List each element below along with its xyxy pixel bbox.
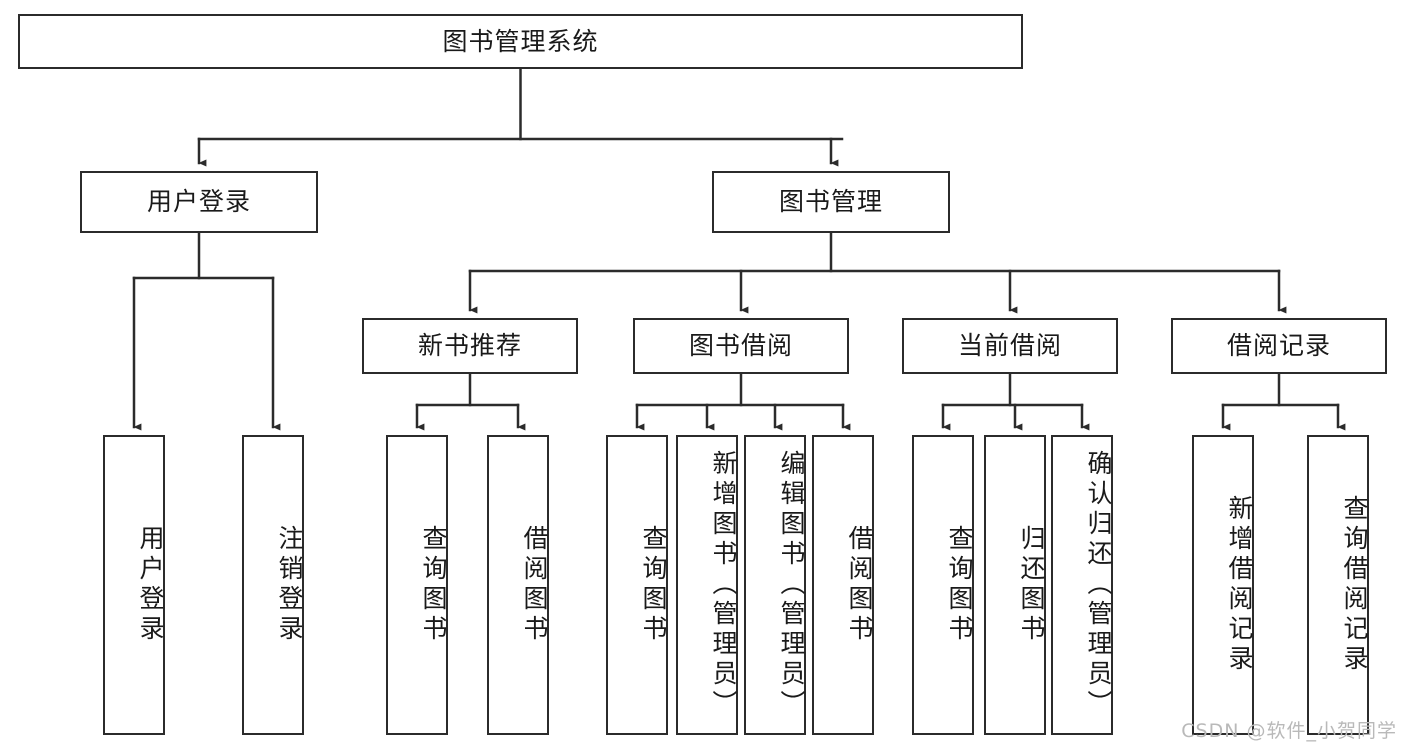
leaf-borrow-book[interactable]: 借阅图书 [812, 435, 874, 735]
leaf-query-book-recommend[interactable]: 查询图书 [386, 435, 448, 735]
leaf-label: 编辑图书（管理员） [777, 450, 806, 720]
leaf-query-book-current[interactable]: 查询图书 [912, 435, 974, 735]
leaf-label: 查询图书 [945, 525, 974, 645]
node-new-book-recommend[interactable]: 新书推荐 [362, 318, 578, 374]
leaf-confirm-return-admin[interactable]: 确认归还（管理员） [1051, 435, 1113, 735]
leaf-label: 借阅图书 [845, 525, 874, 645]
leaf-label: 新增图书（管理员） [709, 450, 738, 720]
leaf-label: 查询借阅记录 [1340, 495, 1369, 675]
node-root-book-management-system[interactable]: 图书管理系统 [18, 14, 1023, 69]
leaf-label: 用户登录 [136, 525, 165, 645]
csdn-watermark: CSDN @软件_小贺同学 [1181, 720, 1397, 742]
leaf-logout-login[interactable]: 注销登录 [242, 435, 304, 735]
leaf-edit-book-admin[interactable]: 编辑图书（管理员） [744, 435, 806, 735]
node-user-login[interactable]: 用户登录 [80, 171, 318, 233]
leaf-label: 查询图书 [419, 525, 448, 645]
node-borrow-records[interactable]: 借阅记录 [1171, 318, 1387, 374]
leaf-user-login[interactable]: 用户登录 [103, 435, 165, 735]
leaf-add-borrow-record[interactable]: 新增借阅记录 [1192, 435, 1254, 735]
node-book-management[interactable]: 图书管理 [712, 171, 950, 233]
leaf-query-borrow-record[interactable]: 查询借阅记录 [1307, 435, 1369, 735]
leaf-label: 借阅图书 [520, 525, 549, 645]
leaf-label: 注销登录 [275, 525, 304, 645]
leaf-label: 归还图书 [1017, 525, 1046, 645]
leaf-add-book-admin[interactable]: 新增图书（管理员） [676, 435, 738, 735]
node-current-borrow[interactable]: 当前借阅 [902, 318, 1118, 374]
leaf-borrow-book-recommend[interactable]: 借阅图书 [487, 435, 549, 735]
node-book-borrow[interactable]: 图书借阅 [633, 318, 849, 374]
leaf-label: 查询图书 [639, 525, 668, 645]
leaf-return-book[interactable]: 归还图书 [984, 435, 1046, 735]
leaf-label: 确认归还（管理员） [1084, 450, 1113, 720]
leaf-query-book-borrow[interactable]: 查询图书 [606, 435, 668, 735]
leaf-label: 新增借阅记录 [1225, 495, 1254, 675]
